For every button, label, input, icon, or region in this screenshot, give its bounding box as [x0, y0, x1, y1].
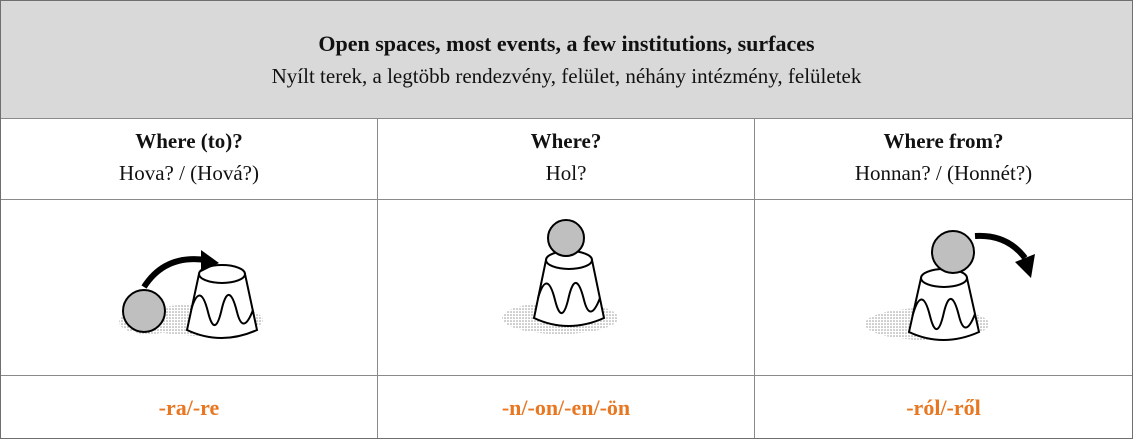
divider: [378, 375, 754, 376]
suffix-label: -ról/-ről: [906, 395, 981, 420]
question-hu: Hova? / (Hová?): [119, 161, 259, 185]
ball-off-cake-icon: [865, 230, 1035, 341]
suffix-label: -ra/-re: [158, 395, 220, 420]
question-en: Where?: [530, 129, 602, 153]
column-where: Where? Hol? -n/-on/-en/-ön: [378, 119, 755, 438]
question-hu: Honnan? / (Honnét?): [854, 161, 1033, 185]
divider: [1, 199, 377, 200]
header-title-hu: Nyílt terek, a legtöbb rendezvény, felül…: [271, 64, 862, 88]
question-hu: Hol?: [545, 161, 587, 185]
column-where-to: Where (to)? Hova? / (Hová?) -ra/-re: [1, 119, 378, 438]
header-title-en: Open spaces, most events, a few institut…: [318, 31, 815, 56]
divider: [755, 199, 1132, 200]
divider: [1, 375, 377, 376]
ball-onto-cake-icon: [119, 250, 263, 339]
divider: [755, 375, 1132, 376]
column-where-from: Where from? Honnan? / (Honnét?) -ról/-rő…: [755, 119, 1132, 438]
divider: [378, 199, 754, 200]
question-en: Where (to)?: [135, 129, 243, 153]
suffix-label: -n/-on/-en/-ön: [501, 395, 631, 420]
ball-on-cake-icon: [502, 219, 618, 334]
question-en: Where from?: [883, 129, 1004, 153]
table-header: Open spaces, most events, a few institut…: [1, 1, 1132, 119]
